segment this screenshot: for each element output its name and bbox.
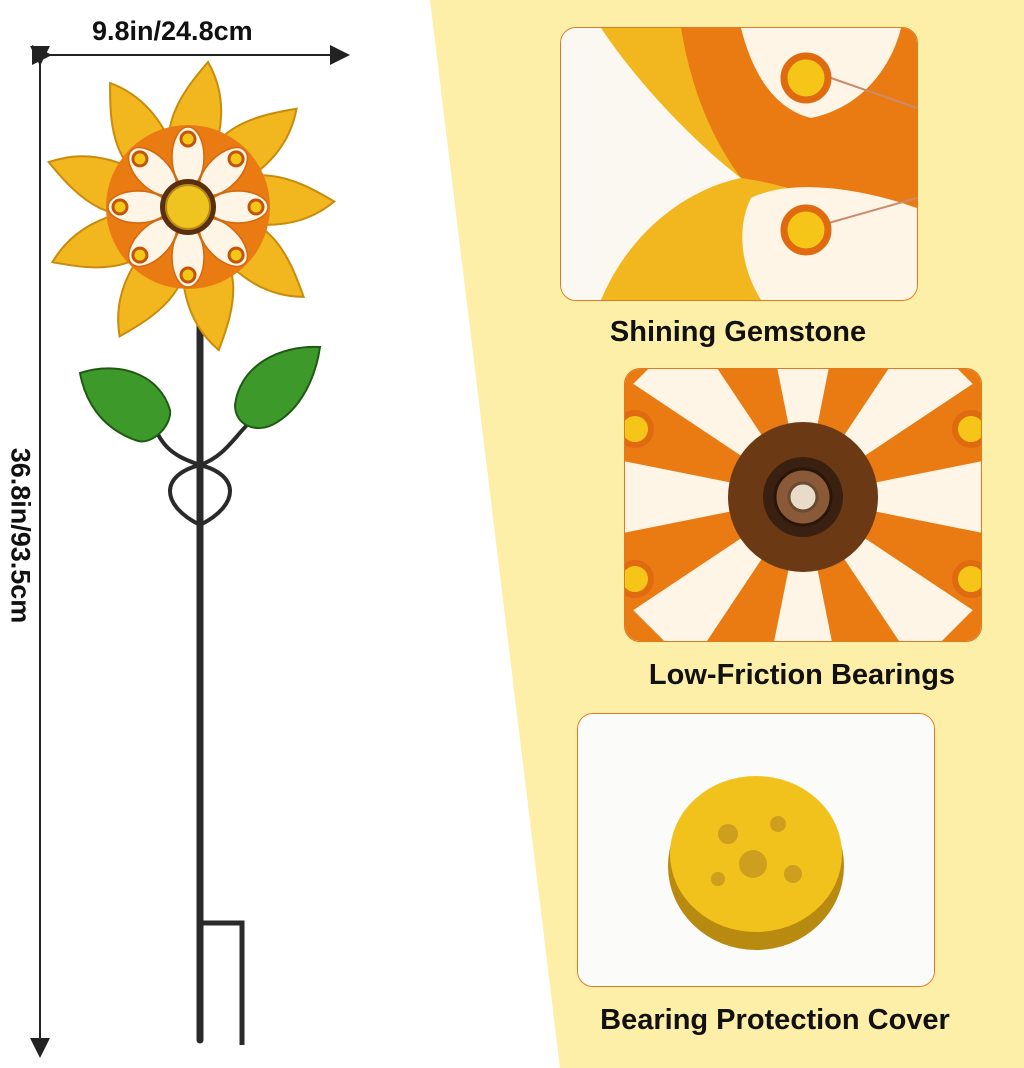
width-dimension-label: 9.8in/24.8cm	[92, 16, 253, 46]
bearings-closeup-image	[625, 369, 981, 641]
bearings-detail-card	[624, 368, 982, 642]
bearings-caption: Low-Friction Bearings	[648, 659, 956, 691]
gemstone-detail-card	[560, 27, 918, 301]
gemstone-caption: Shining Gemstone	[609, 316, 867, 348]
protection-cover-closeup-image	[578, 714, 934, 986]
protection-cover-detail-card	[577, 713, 935, 987]
protection-cover-caption: Bearing Protection Cover	[600, 1004, 950, 1036]
dimension-arrows	[30, 45, 350, 1058]
pinwheel-stake-product	[47, 60, 337, 1045]
gemstone-closeup-image	[561, 28, 917, 300]
height-dimension-label: 36.8in/93.5cm	[5, 447, 36, 624]
